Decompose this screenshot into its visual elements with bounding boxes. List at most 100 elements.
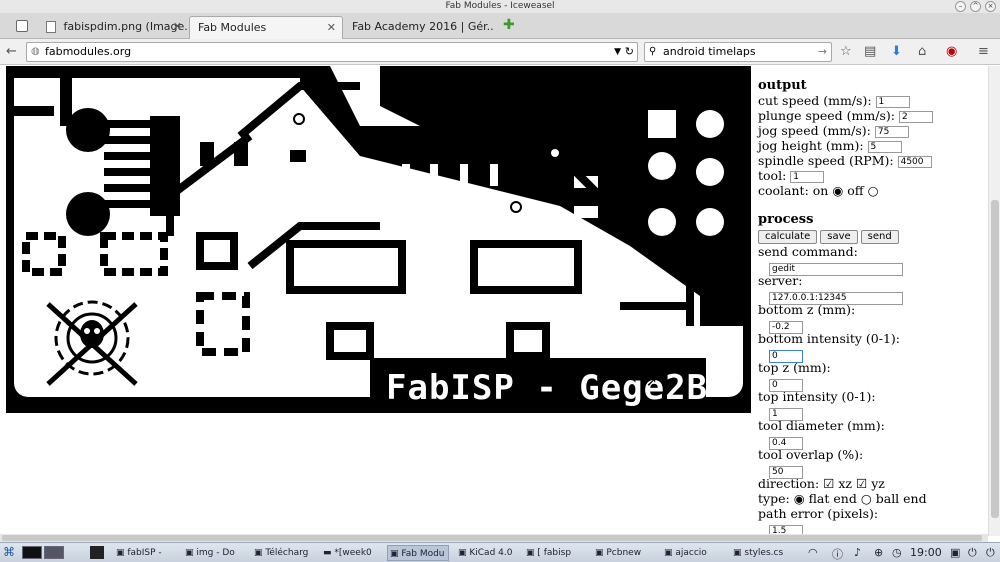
taskbar-item[interactable]: ▬ *[week0 xyxy=(323,548,372,558)
bottom-intensity-input[interactable] xyxy=(769,349,803,363)
maximize-icon[interactable]: ^ xyxy=(970,1,981,12)
tool-row: tool: xyxy=(758,168,988,183)
horizontal-scrollbar[interactable] xyxy=(0,534,988,542)
tool-input[interactable] xyxy=(790,170,825,183)
jog-speed-row: jog speed (mm/s): xyxy=(758,123,988,138)
page-icon xyxy=(46,21,56,33)
tab-label: Fab Academy 2016 | Gér... xyxy=(352,20,494,33)
back-icon[interactable]: ← xyxy=(6,44,17,59)
close-window-icon[interactable]: × xyxy=(985,1,996,12)
hscrollbar-thumb[interactable] xyxy=(2,535,982,541)
bookmark-star-icon[interactable]: ☆ xyxy=(840,44,852,59)
calculate-button[interactable]: calculate xyxy=(758,230,818,244)
taskbar-item[interactable]: ▣ [ fabisp xyxy=(526,548,572,558)
tab-bar: fabispdim.png (Image... ✕ Fab Modules ✕ … xyxy=(0,13,1000,39)
volume-icon[interactable]: ♪ xyxy=(854,546,862,559)
tab-close-icon[interactable]: ✕ xyxy=(326,21,336,34)
jog-height-row: jog height (mm): xyxy=(758,138,988,153)
bookmarks-list-icon[interactable]: ▤ xyxy=(864,44,877,59)
minimize-icon[interactable]: – xyxy=(955,1,966,12)
cut-speed-label: cut speed (mm/s): xyxy=(758,93,872,108)
info-icon[interactable]: ⓘ xyxy=(832,548,843,561)
tab-label: fabispdim.png (Image... xyxy=(63,20,189,33)
new-tab-icon[interactable]: ✚ xyxy=(503,17,515,33)
ublock-icon[interactable]: ◉ xyxy=(946,44,958,59)
bottom-intensity-field xyxy=(769,346,988,363)
jog-speed-input[interactable] xyxy=(874,125,909,138)
scrollbar-thumb[interactable] xyxy=(991,200,999,518)
coolant-label: coolant: on xyxy=(758,183,829,198)
tool-diameter-label: tool diameter (mm): xyxy=(758,418,885,433)
taskbar-item[interactable]: ▣ img - Do xyxy=(185,548,235,558)
settings-panel: output cut speed (mm/s): plunge speed (m… xyxy=(752,66,988,536)
pcb-canvas[interactable]: FabISP - Gege2B ➚ xyxy=(0,66,752,536)
network-icon[interactable]: ⊕ xyxy=(874,546,884,559)
tab-fab-academy[interactable]: Fab Academy 2016 | Gér... xyxy=(344,16,494,39)
taskbar-item[interactable]: ▣ Pcbnew xyxy=(595,548,642,558)
workspace-2[interactable] xyxy=(44,546,64,559)
plunge-speed-label: plunge speed (mm/s): xyxy=(758,108,895,123)
url-text: fabmodules.org xyxy=(45,45,132,58)
menu-icon[interactable]: ≡ xyxy=(978,44,989,59)
yz-label: yz xyxy=(871,476,885,491)
workspace-1[interactable] xyxy=(22,546,42,559)
taskbar-item[interactable]: ▣ Fab Modu xyxy=(387,545,449,561)
ball-end-radio[interactable]: ○ xyxy=(860,491,872,506)
tab-label: Fab Modules xyxy=(198,21,267,34)
tab-fab-modules[interactable]: Fab Modules ✕ xyxy=(189,16,343,39)
spindle-speed-input[interactable] xyxy=(897,155,932,168)
process-heading: process xyxy=(758,212,814,227)
top-z-input[interactable] xyxy=(769,378,803,392)
output-heading: output xyxy=(758,78,807,93)
tab-image[interactable]: fabispdim.png (Image... ✕ xyxy=(38,16,188,39)
send-command-input[interactable] xyxy=(769,262,903,276)
plunge-speed-row: plunge speed (mm/s): xyxy=(758,108,988,123)
search-input[interactable]: ⚲ android timelaps → xyxy=(644,42,832,62)
tool-overlap-label: tool overlap (%): xyxy=(758,447,864,462)
bottom-z-input[interactable] xyxy=(769,320,803,334)
path-error-input[interactable] xyxy=(769,524,803,536)
search-go-icon[interactable]: → xyxy=(817,45,827,58)
vertical-scrollbar[interactable] xyxy=(988,66,1000,536)
taskbar-item[interactable]: ▣ styles.cs xyxy=(733,548,784,558)
tool-overlap-input[interactable] xyxy=(769,465,803,479)
xz-checkbox[interactable]: ☑ xyxy=(823,476,835,491)
history-dropdown-icon[interactable]: ▼ xyxy=(614,47,621,57)
download-icon[interactable]: ⬇ xyxy=(891,44,902,59)
spindle-speed-row: spindle speed (RPM): xyxy=(758,153,988,168)
jog-height-input[interactable] xyxy=(867,140,902,153)
path-error-label: path error (pixels): xyxy=(758,506,879,521)
path-error-field xyxy=(769,521,988,536)
taskbar-item[interactable]: ▣ KiCad 4.0 xyxy=(458,548,513,558)
logout-icon[interactable]: ⏻ xyxy=(968,546,977,559)
reload-icon[interactable]: ↻ xyxy=(624,45,634,58)
yz-checkbox[interactable]: ☑ xyxy=(856,476,868,491)
top-z-label: top z (mm): xyxy=(758,360,831,375)
type-row: type: ◉ flat end ○ ball end xyxy=(758,491,988,506)
cut-speed-input[interactable] xyxy=(875,95,910,108)
coolant-off-radio[interactable]: ○ xyxy=(867,183,879,198)
wifi-icon[interactable]: ◠ xyxy=(808,546,818,559)
lock-icon[interactable]: ▣ xyxy=(950,546,961,559)
taskbar-item[interactable]: ▣ ajaccio xyxy=(664,548,707,558)
home-icon[interactable]: ⌂ xyxy=(918,44,927,59)
clock[interactable]: 19:00 xyxy=(910,546,942,559)
globe-icon: ◍ xyxy=(31,46,40,57)
taskbar-item[interactable]: ▣ fabISP - xyxy=(116,548,162,558)
plunge-speed-input[interactable] xyxy=(898,110,933,123)
server-input[interactable] xyxy=(769,291,903,305)
power-icon[interactable]: ⏻ xyxy=(986,546,995,559)
send-button[interactable]: send xyxy=(860,230,899,244)
save-button[interactable]: save xyxy=(820,230,858,244)
tab-close-icon[interactable]: ✕ xyxy=(172,20,182,33)
start-menu-icon[interactable]: ⌘ xyxy=(3,545,15,559)
taskbar-item[interactable]: ▣ Télécharg xyxy=(254,548,309,558)
tab-list-icon[interactable] xyxy=(16,20,28,32)
direction-label: direction: xyxy=(758,476,820,491)
url-bar[interactable]: ◍ fabmodules.org ▼ ↻ xyxy=(26,42,638,62)
top-intensity-input[interactable] xyxy=(769,407,803,421)
tool-diameter-input[interactable] xyxy=(769,436,803,450)
terminal-icon[interactable] xyxy=(90,546,104,559)
coolant-on-radio[interactable]: ◉ xyxy=(832,183,844,198)
flat-end-radio[interactable]: ◉ xyxy=(793,491,805,506)
